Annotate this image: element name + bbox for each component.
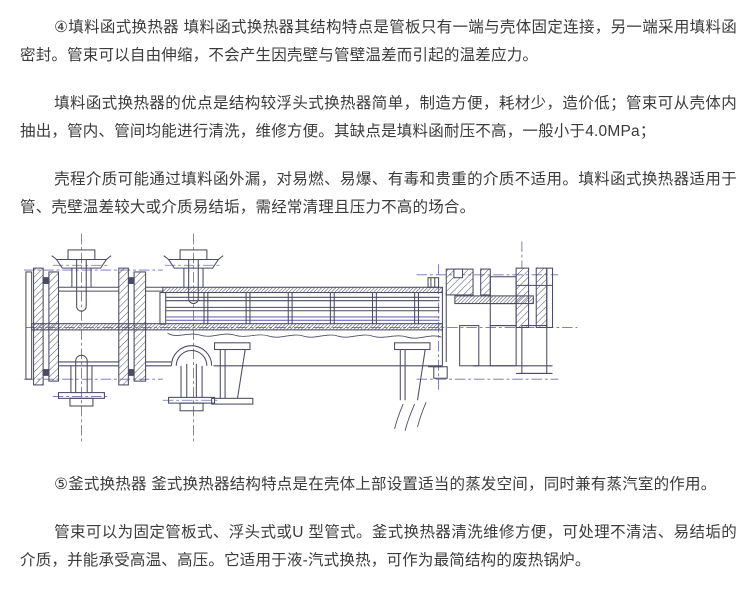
tube-rows-blue (165, 316, 440, 321)
tube-bundle (165, 292, 440, 324)
break-line (167, 332, 442, 339)
heat-exchanger-drawing (24, 226, 737, 451)
bottom-nozzle-2-dome (168, 345, 216, 412)
top-nozzle-2 (163, 249, 224, 305)
saddle-support-right (394, 342, 431, 431)
saddle-support-left (211, 342, 254, 405)
paragraph-packing-gland-advantages: 填料函式换热器的优点是结构较浮头式换热器简单，制造方便，耗材少，造价低；管束可从… (20, 95, 737, 140)
bottom-nozzle-1 (57, 354, 105, 407)
centerlines (24, 233, 578, 445)
top-nozzle-1 (51, 249, 112, 312)
packing-gland-heat-exchanger-diagram (24, 233, 578, 445)
paragraph-kettle-structure: ⑤釜式换热器 釜式换热器结构特点是在壳体上部设置适当的蒸发空间，同时兼有蒸汽室的… (54, 476, 717, 493)
paragraph-packing-gland-applications: 壳程介质可能通过填料函外漏，对易燃、易爆、有毒和贵重的介质不适用。填料函式换热器… (20, 171, 737, 216)
packing-gland-assembly (427, 267, 554, 379)
document-page: ④填料函式换热器 填料函式换热器其结构特点是管板只有一端与壳体固定连接，另一端采… (20, 19, 737, 569)
channel-shell (58, 286, 119, 367)
tube-section-shell (31, 286, 443, 368)
paragraph-packing-gland-structure: ④填料函式换热器 填料函式换热器其结构特点是管板只有一端与壳体固定连接，另一端采… (20, 19, 737, 64)
vessel-outline (25, 249, 554, 431)
paragraph-kettle-applications: 管束可以为固定管板式、浮头式或U 型管式。釜式换热器清洗维修方便，可处理不清洁、… (20, 524, 737, 569)
